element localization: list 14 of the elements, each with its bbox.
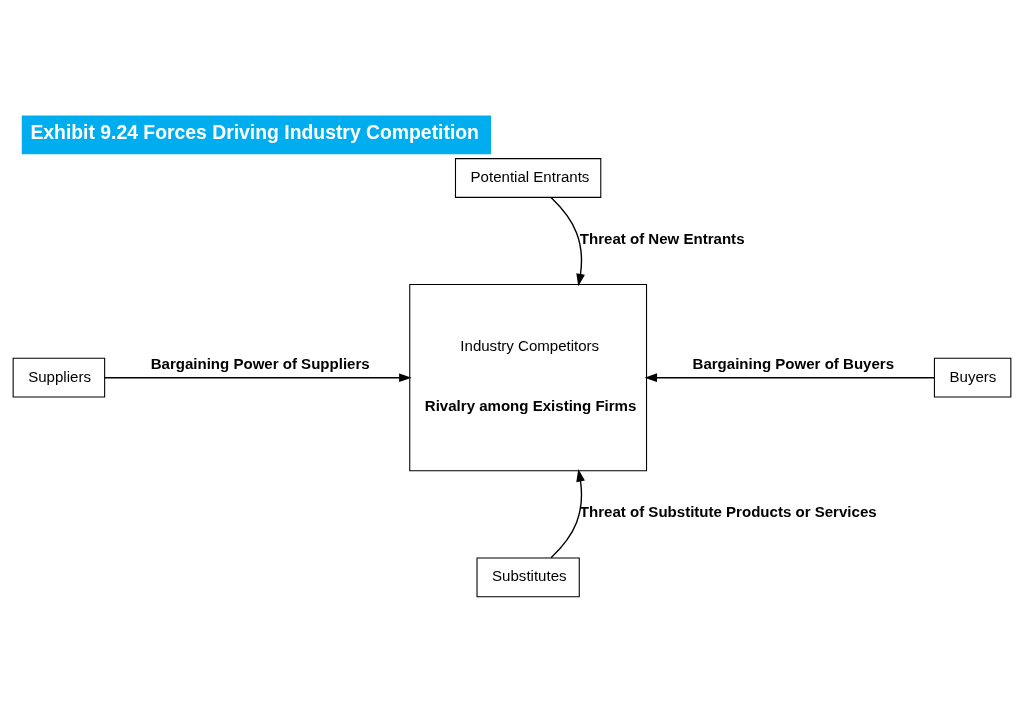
- node-box: Potential Entrants: [454, 158, 602, 198]
- arrow: [104, 373, 412, 383]
- node-box: Suppliers: [12, 357, 106, 398]
- node-box: Industry Competitors Rivalry among Existing Firms: [409, 284, 648, 472]
- edge-label: Threat of Substitute Products or Services: [579, 503, 877, 521]
- diagram-title: Exhibit 9.24 Forces Driving Industry Competition: [30, 120, 479, 143]
- edge-label: Threat of New Entrants: [579, 229, 745, 247]
- edge-label: Bargaining Power of Suppliers: [150, 355, 370, 373]
- node-box: Buyers: [933, 357, 1012, 398]
- arrow: [644, 373, 935, 383]
- arrow: [550, 469, 585, 559]
- arrow: [550, 196, 585, 287]
- edge-label: Bargaining Power of Buyers: [692, 355, 895, 373]
- node-box: Substitutes: [476, 557, 580, 598]
